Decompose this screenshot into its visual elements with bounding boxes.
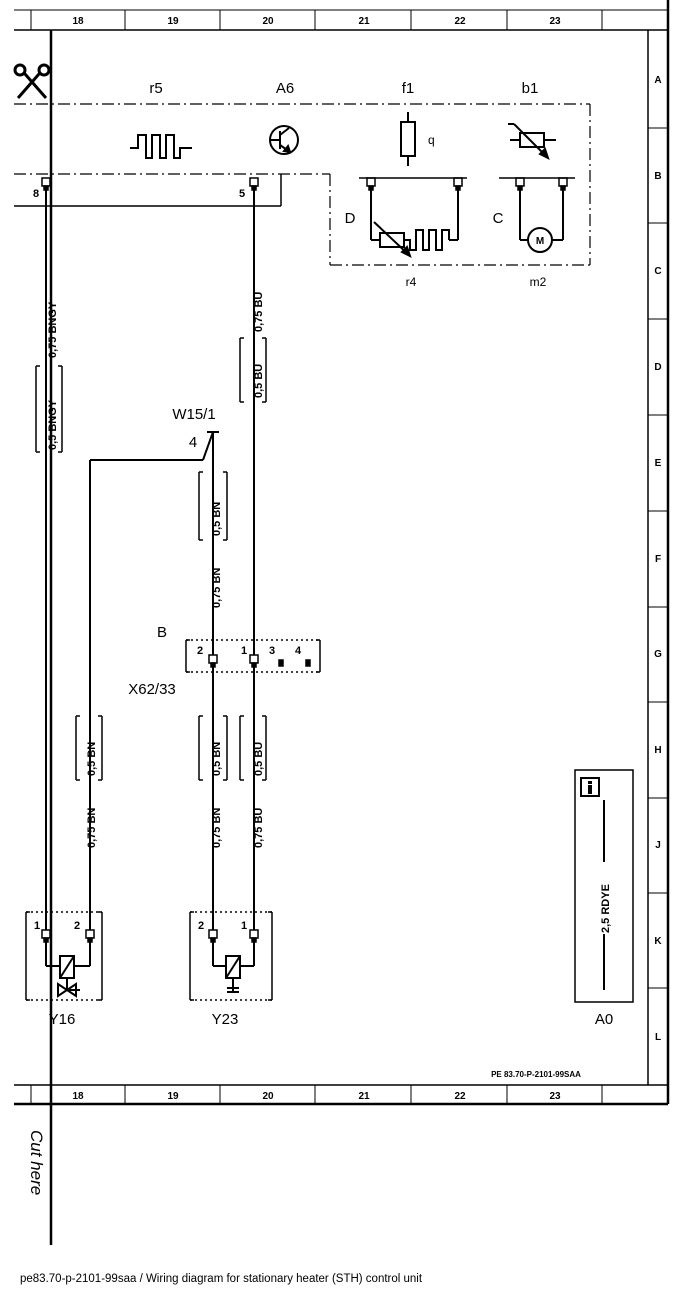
column-label: 22 (454, 16, 466, 27)
scissors-icon (13, 63, 51, 99)
m2-label: m2 (530, 275, 547, 289)
a0-box (574, 769, 634, 1003)
wire-label: 0,5 BU (253, 742, 265, 776)
wires (45, 190, 255, 930)
column-label: 21 (358, 1091, 370, 1102)
ground-point-w15-1 (202, 431, 219, 461)
row-labels: A B C D E F G H J K L (654, 75, 662, 1043)
row-label: H (654, 745, 661, 756)
f1-sensor-icon (400, 112, 416, 166)
y16-pin-1: 1 (34, 920, 40, 932)
motor-m-label: M (536, 236, 544, 247)
m2-c-label: C (493, 210, 504, 227)
y23-pin-1: 1 (241, 920, 247, 932)
a6-label: A6 (276, 80, 294, 97)
wire-label: 0,75 BN (211, 568, 223, 608)
y16-valve-icon (25, 911, 103, 1001)
wire-label: 0,75 BNGY (47, 301, 59, 358)
y23-pins (208, 929, 259, 943)
m2-motor-icon (519, 183, 564, 253)
wire-label-brackets (35, 337, 267, 781)
row-label: K (654, 936, 662, 947)
q-label: q (428, 133, 435, 147)
row-label: L (655, 1032, 661, 1043)
w15-1-label: W15/1 (172, 406, 215, 423)
column-label: 21 (358, 16, 370, 27)
x62-pin-4: 4 (295, 645, 302, 657)
a0-label: A0 (595, 1011, 613, 1028)
y16-pin-2: 2 (74, 920, 80, 932)
info-icon (580, 777, 600, 797)
diagram-caption: pe83.70-p-2101-99saa / Wiring diagram fo… (20, 1273, 423, 1285)
a6-pin-connectors (41, 177, 568, 191)
row-label: J (655, 840, 661, 851)
column-label: 23 (549, 1091, 561, 1102)
row-label: F (655, 554, 661, 565)
column-label: 19 (167, 1091, 179, 1102)
wire-label: 0,5 BU (253, 364, 265, 398)
a6-pin-8: 8 (33, 188, 39, 200)
row-label: A (654, 75, 661, 86)
column-labels-top: 18 19 20 21 22 23 (72, 16, 561, 27)
column-label: 20 (262, 1091, 274, 1102)
column-label: 20 (262, 16, 274, 27)
wire-label: 0,5 BN (211, 502, 223, 536)
a6-pin-5: 5 (239, 188, 245, 200)
column-label: 19 (167, 16, 179, 27)
wire-label: 0,75 BN (211, 808, 223, 848)
y23-valve-icon (189, 911, 273, 1001)
wire-label: 0,5 BN (86, 742, 98, 776)
f1-label: f1 (402, 80, 415, 97)
row-label: C (654, 266, 661, 277)
wire-label: 0,75 BU (253, 292, 265, 332)
wire-label: 0,5 BNGY (47, 399, 59, 450)
x62-pin-2: 2 (197, 645, 203, 657)
y23-label: Y23 (212, 1011, 239, 1028)
row-label: B (654, 171, 661, 182)
x62-33-b-label: B (157, 624, 167, 641)
column-label: 22 (454, 1091, 466, 1102)
cut-here-label: Cut here (27, 1130, 46, 1195)
wire-label: 0,75 BN (86, 808, 98, 848)
wire-label: 0,75 BU (253, 808, 265, 848)
r5-label: r5 (149, 80, 162, 97)
row-label: E (655, 458, 662, 469)
diagram-frame (14, 0, 670, 1106)
x62-33-connector (185, 639, 321, 673)
x62-pin-3: 3 (269, 645, 275, 657)
column-labels-bottom: 18 19 20 21 22 23 (72, 1091, 561, 1102)
x62-33-label: X62/33 (128, 681, 176, 698)
wire-label: 2,5 RDYE (600, 884, 612, 933)
column-label: 18 (72, 1091, 84, 1102)
b1-sensor-icon (508, 123, 556, 160)
y16-pins (41, 929, 95, 943)
wire-label: 0,5 BN (211, 742, 223, 776)
column-label: 23 (549, 16, 561, 27)
w15-1-pin: 4 (189, 434, 197, 451)
x62-33-pins (208, 654, 311, 668)
diagram-reference: PE 83.70-P-2101-99SAA (491, 1070, 581, 1079)
r4-glow-plug-icon (370, 183, 459, 258)
y23-pin-2: 2 (198, 920, 204, 932)
column-label: 18 (72, 16, 84, 27)
row-label: G (654, 649, 662, 660)
row-label: D (654, 362, 661, 373)
transistor-icon (269, 125, 299, 155)
r4-d-label: D (345, 210, 356, 227)
x62-pin-1: 1 (241, 645, 247, 657)
r4-label: r4 (406, 275, 417, 289)
b1-label: b1 (522, 80, 539, 97)
a6-boundary (14, 103, 591, 266)
y16-label: Y16 (49, 1011, 76, 1028)
wire-labels: 0,75 BNGY 0,5 BNGY 0,75 BU 0,5 BU 0,5 BN… (47, 292, 265, 848)
a6-internal-lines (14, 174, 575, 207)
heater-element-icon (130, 134, 192, 159)
